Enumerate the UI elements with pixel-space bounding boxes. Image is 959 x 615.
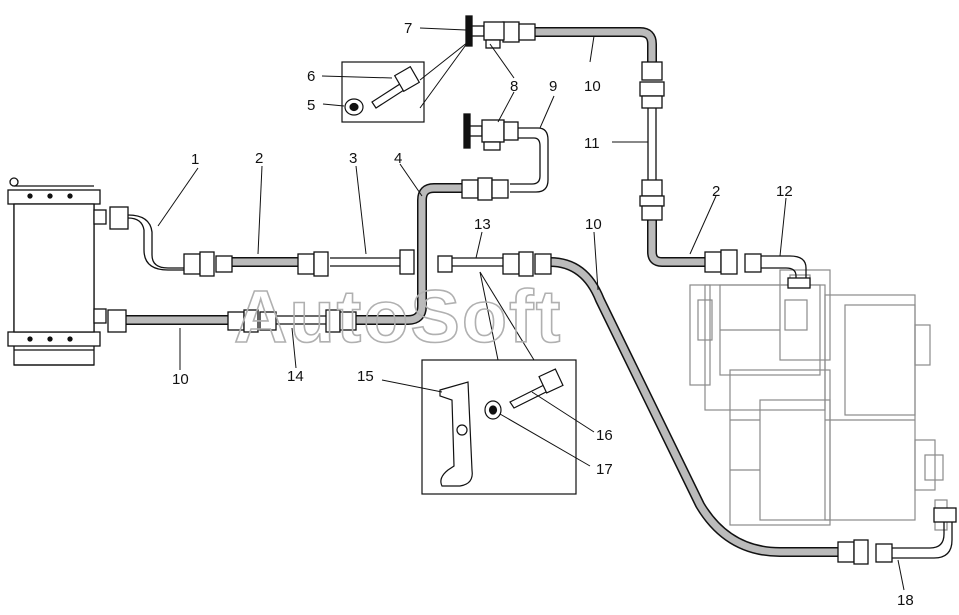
watermark-text: AutoSoft xyxy=(234,275,562,358)
oil-cooler xyxy=(7,177,107,366)
callout-numbers: 7 6 5 8 10 9 11 2 12 1 2 3 4 13 10 10 14… xyxy=(172,20,914,609)
valves xyxy=(463,15,519,151)
callout-18: 18 xyxy=(897,592,914,609)
detail-box-bolt xyxy=(341,61,425,123)
fittings xyxy=(107,21,957,565)
callout-16: 16 xyxy=(596,427,613,444)
callout-6: 6 xyxy=(307,68,315,85)
callout-4: 4 xyxy=(394,150,402,167)
callout-17: 17 xyxy=(596,461,613,478)
callout-1: 1 xyxy=(191,151,199,168)
callout-10-left: 10 xyxy=(172,371,189,388)
hoses xyxy=(120,27,845,557)
callout-11: 11 xyxy=(584,135,600,152)
callout-8: 8 xyxy=(510,78,518,95)
callout-2-right: 2 xyxy=(712,183,720,200)
callout-12: 12 xyxy=(776,183,793,200)
callout-5: 5 xyxy=(307,97,315,114)
callout-3: 3 xyxy=(349,150,357,167)
callout-9: 9 xyxy=(549,78,557,95)
engine-block xyxy=(689,269,948,531)
callout-7: 7 xyxy=(404,20,412,37)
callout-10-top: 10 xyxy=(584,78,601,95)
leader-lines xyxy=(157,27,905,591)
callout-15: 15 xyxy=(357,368,374,385)
callout-14: 14 xyxy=(287,368,304,385)
callout-2-left: 2 xyxy=(255,150,263,167)
rigid-tubes xyxy=(127,105,953,559)
detail-box-bracket xyxy=(421,359,577,495)
callout-13: 13 xyxy=(474,216,491,233)
callout-10-mid: 10 xyxy=(585,216,602,233)
